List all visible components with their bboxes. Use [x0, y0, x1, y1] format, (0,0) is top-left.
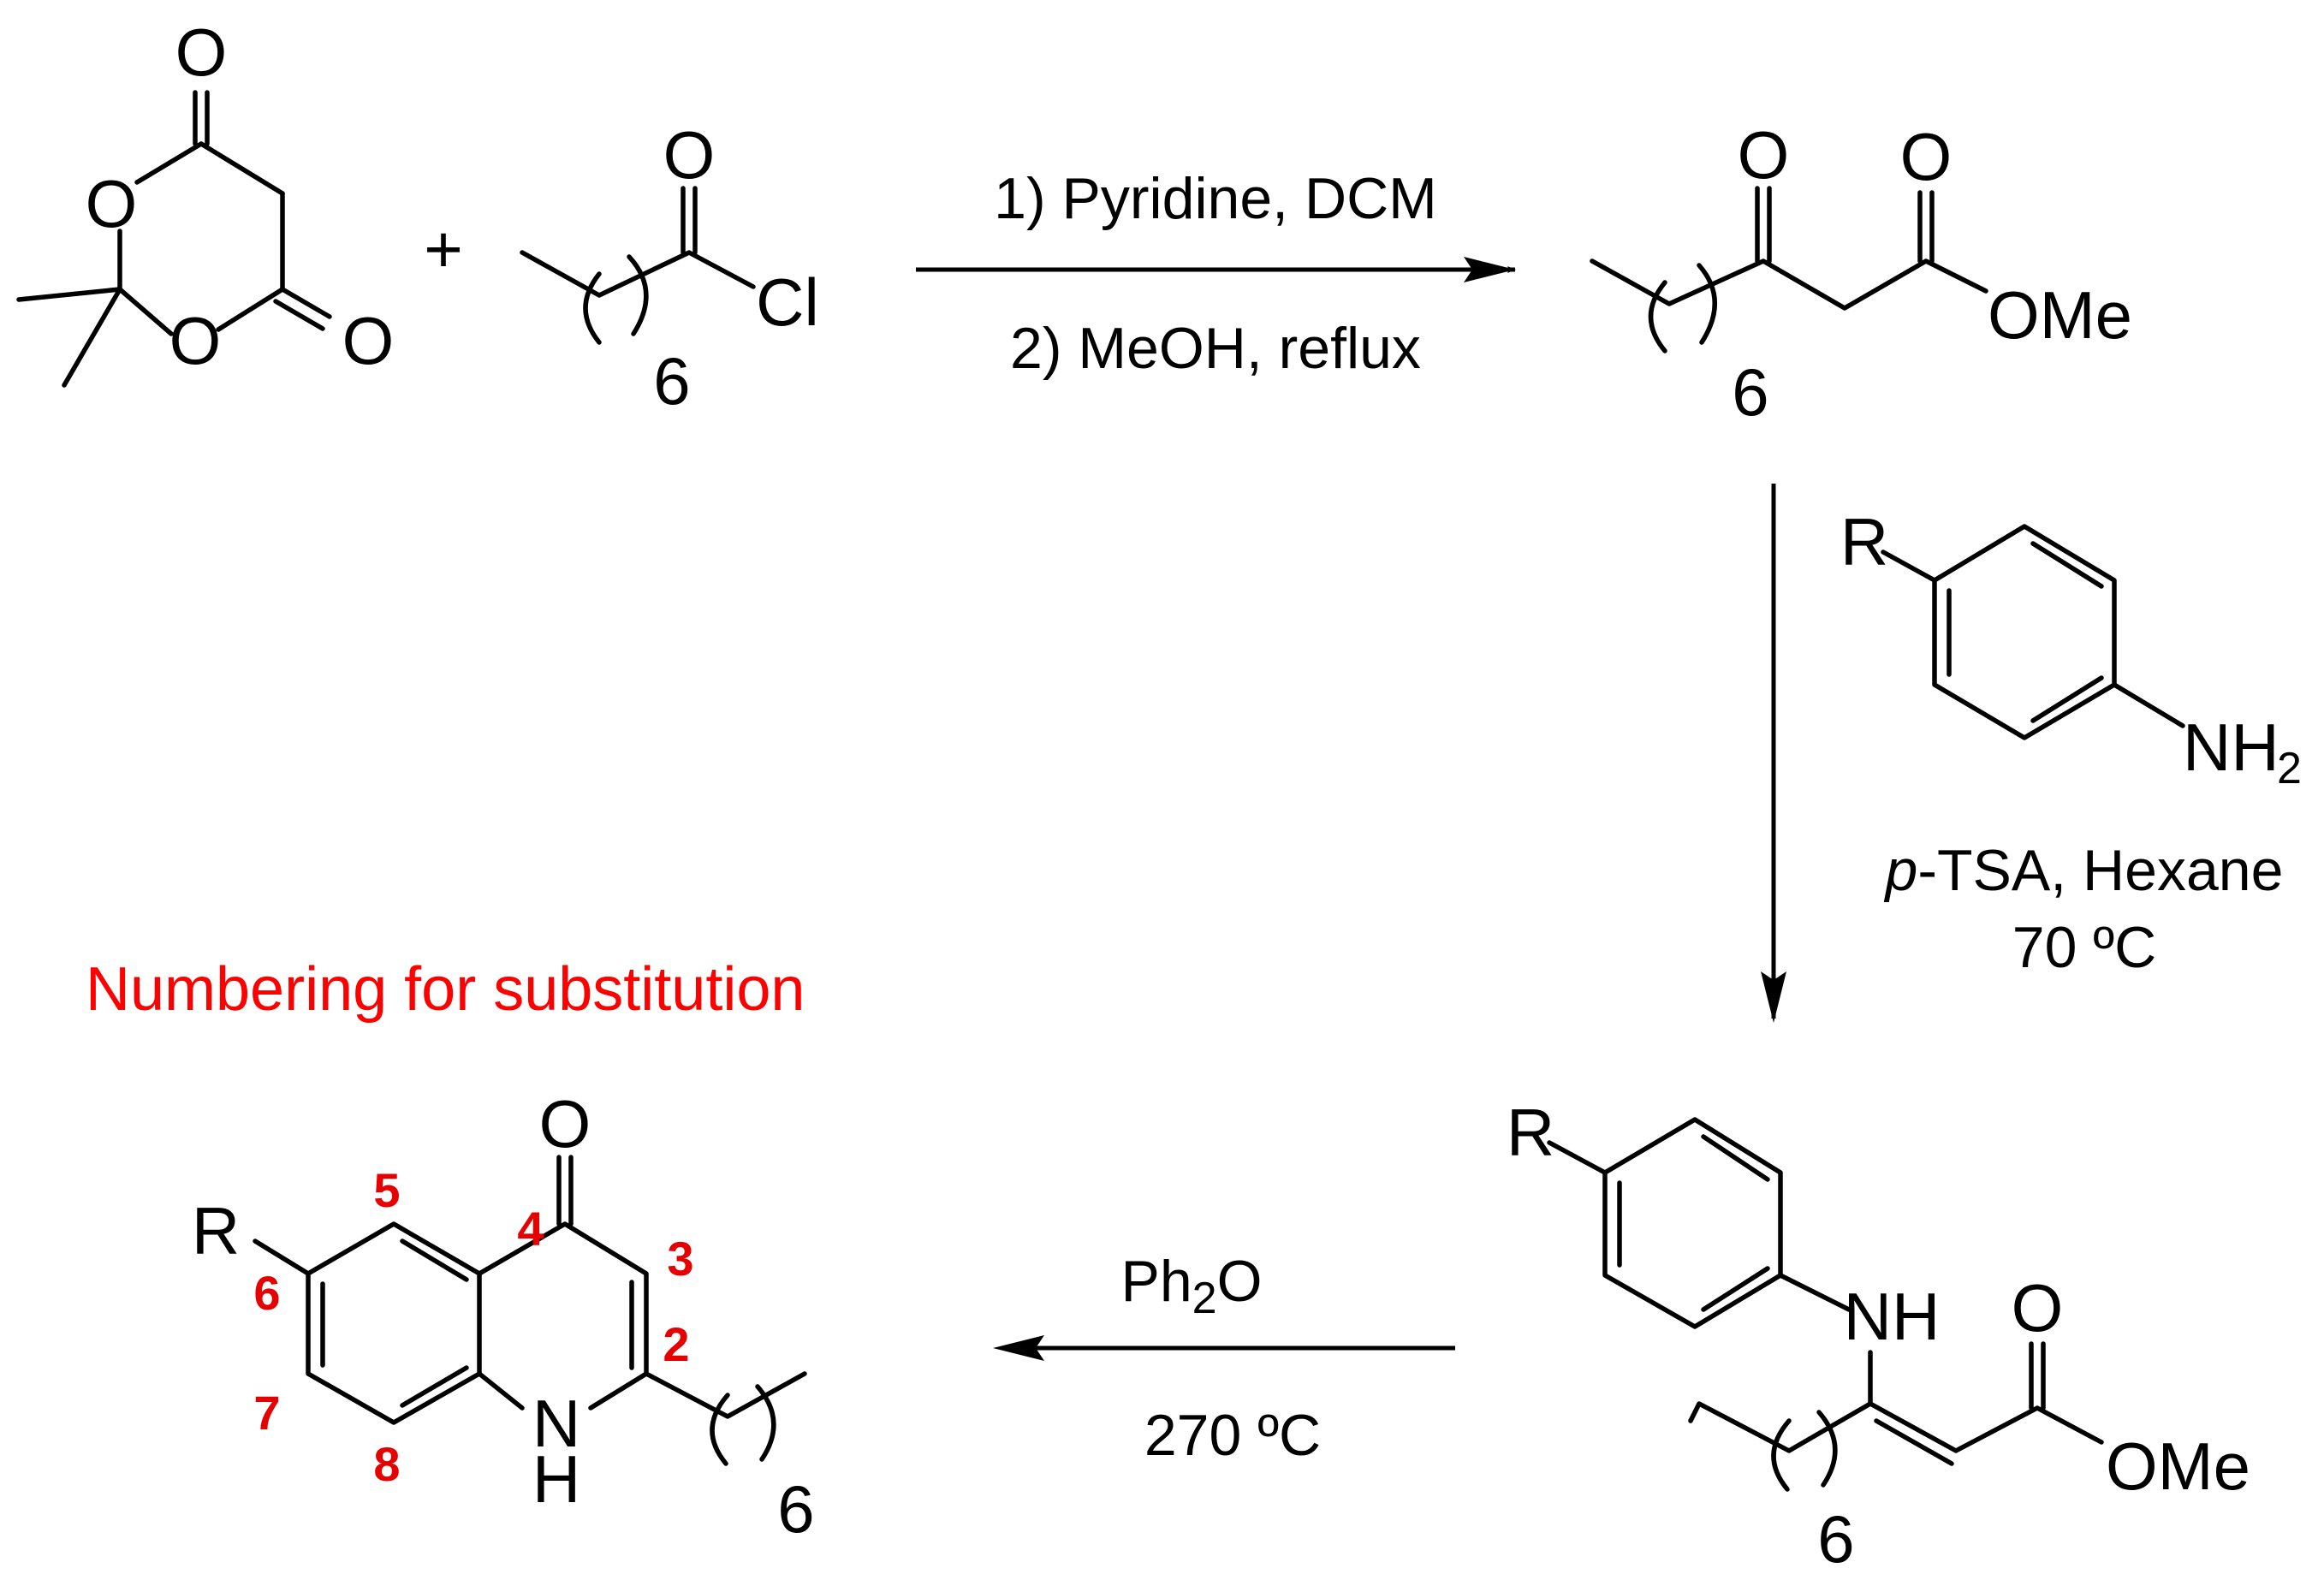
aromatic-inner-bonds [1947, 541, 2104, 723]
bond [1881, 549, 1937, 583]
chain-count: 6 [777, 1471, 814, 1547]
position-2: 2 [663, 1317, 689, 1371]
atom-r: R [1507, 1095, 1554, 1170]
bond [2112, 682, 2185, 728]
step1-condition-2: 2) MeOH, reflux [1010, 316, 1421, 381]
bond [2029, 1341, 2046, 1411]
step2-reagent: p-TSA, Hexane [1884, 838, 2284, 903]
path [1464, 257, 1515, 282]
meldrums-acid: O O O O [16, 15, 395, 388]
bond [1868, 1401, 2104, 1453]
tspan: -TSA, Hexane [1917, 838, 2283, 903]
bond [710, 1393, 730, 1466]
atom-o: O [1900, 119, 1953, 194]
bond [16, 287, 122, 302]
atom-n: N [532, 1386, 580, 1461]
atom-o: O [2012, 1270, 2064, 1345]
position-6: 6 [253, 1266, 280, 1320]
atom-nh2-subscript: 2 [2277, 744, 2302, 793]
arrow-3-head [993, 1335, 1044, 1361]
quinolone-product: R O N H 6 5 4 3 2 6 7 8 [192, 1086, 815, 1547]
bond [199, 141, 285, 196]
bond [1547, 1140, 1608, 1175]
bond [1917, 190, 1935, 264]
aniline-reagent: R NH 2 [1840, 504, 2302, 793]
bond [117, 287, 174, 336]
bond [477, 1371, 525, 1411]
pyridone-ring [477, 1221, 649, 1411]
atom-cl: Cl [756, 264, 819, 340]
bond [681, 186, 698, 255]
bond [1648, 280, 1667, 353]
bond [1755, 186, 1772, 264]
atom-o: O [663, 117, 716, 193]
position-4: 4 [517, 1202, 544, 1256]
octanoyl-chloride: O Cl 6 [520, 117, 819, 419]
numbering-caption: Numbering for substitution [86, 955, 805, 1024]
step2-temperature: 70 ºC [2012, 915, 2156, 980]
position-5: 5 [373, 1163, 400, 1217]
atom-h: H [532, 1441, 580, 1517]
position-8: 8 [373, 1437, 400, 1491]
atom-r: R [1840, 504, 1888, 579]
bond [1697, 263, 1717, 345]
tspan: 2 [1192, 1274, 1217, 1323]
bond [134, 141, 204, 185]
bond [320, 1238, 469, 1408]
position-7: 7 [253, 1386, 280, 1440]
arrow-1-head-drawn [1464, 257, 1515, 282]
atom-o: O [169, 303, 222, 378]
tspan: O [1217, 1249, 1263, 1314]
plus-sign: + [424, 211, 463, 287]
beta-keto-ester: O O OMe 6 [1590, 117, 2132, 430]
bond [1688, 1401, 1873, 1453]
atom-ome: OMe [2106, 1429, 2250, 1504]
close-bracket [627, 254, 649, 336]
enamine-intermediate: R NH O OMe 6 [1507, 1095, 2250, 1577]
atom-o: O [86, 166, 138, 241]
chain-count: 6 [653, 343, 690, 419]
c4-o-double-bond [556, 1155, 574, 1227]
bond [253, 1238, 311, 1276]
bond [1932, 524, 2117, 740]
bond [1771, 1418, 1792, 1492]
tspan: Ph [1120, 1249, 1192, 1314]
atom-nh2: NH [2183, 710, 2279, 785]
benzo-ring [306, 1221, 482, 1425]
bond [1816, 1410, 1838, 1488]
atom-o: O [1738, 117, 1790, 193]
bond [644, 1371, 807, 1419]
bond [520, 250, 756, 298]
atom-r: R [192, 1193, 240, 1268]
position-3: 3 [667, 1232, 693, 1286]
atom-o: O [342, 303, 395, 378]
bond [216, 287, 285, 332]
step3-temperature: 270 ºC [1144, 1403, 1321, 1468]
open-bracket [583, 271, 602, 345]
c-o-double-bond-right [273, 287, 332, 331]
atom-nh: NH [1844, 1279, 1941, 1354]
atom-o: O [539, 1086, 591, 1161]
bond [1617, 1134, 1770, 1312]
c-o-double-bond-top [193, 90, 210, 146]
bond [1778, 1273, 1851, 1312]
bond [755, 1384, 776, 1462]
chain-count: 6 [1817, 1501, 1854, 1577]
c-c-double-bond-inner [1874, 1418, 1954, 1466]
arrow-2-head [1761, 971, 1786, 1023]
bond [62, 287, 122, 388]
bond [1602, 1117, 1783, 1329]
atom-o: O [175, 15, 228, 90]
chain-count: 6 [1732, 354, 1768, 430]
step3-solvent: Ph2O [1120, 1249, 1262, 1323]
step1-condition-1: 1) Pyridine, DCM [994, 166, 1437, 231]
tspan: p [1884, 838, 1918, 903]
atom-ome: OMe [1988, 277, 2132, 353]
